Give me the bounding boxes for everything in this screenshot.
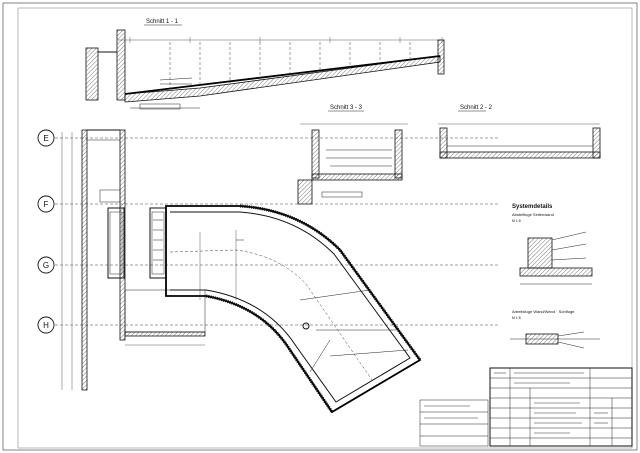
detail-2-scale: M 1:5 xyxy=(512,316,521,320)
axis-marker-h: H xyxy=(37,316,55,334)
title-block xyxy=(419,367,633,447)
plan-view: E F G H xyxy=(37,129,500,414)
axis-label-f: F xyxy=(44,200,49,209)
detail-1-title: Abstellfuge Seitenwand xyxy=(512,212,554,217)
section-3-3-title: Schnitt 3 - 3 xyxy=(330,105,363,111)
section-2-2: Schnitt 2 - 2 xyxy=(438,105,601,159)
system-details: Systemdetails Abstellfuge Seitenwand M 1… xyxy=(510,204,600,349)
drawing-frame xyxy=(17,7,633,449)
section-3-3: Schnitt 3 - 3 xyxy=(297,105,408,205)
detail-1-scale: M 1:5 xyxy=(512,219,521,223)
section-2-2-title: Schnitt 2 - 2 xyxy=(460,105,493,111)
section-1-1: Schnitt 1 - 1 xyxy=(85,19,445,110)
axis-label-g: G xyxy=(43,261,49,270)
axis-marker-e: E xyxy=(37,129,55,147)
axis-label-h: H xyxy=(43,321,49,330)
details-title: Systemdetails xyxy=(512,204,553,210)
axis-marker-g: G xyxy=(37,256,55,274)
section-1-1-title: Schnitt 1 - 1 xyxy=(146,19,179,25)
axis-label-e: E xyxy=(43,134,48,143)
detail-2-title: Arbeitsfuge Wand/Wand · Sohlfuge xyxy=(512,309,575,314)
axis-marker-f: F xyxy=(37,195,55,213)
